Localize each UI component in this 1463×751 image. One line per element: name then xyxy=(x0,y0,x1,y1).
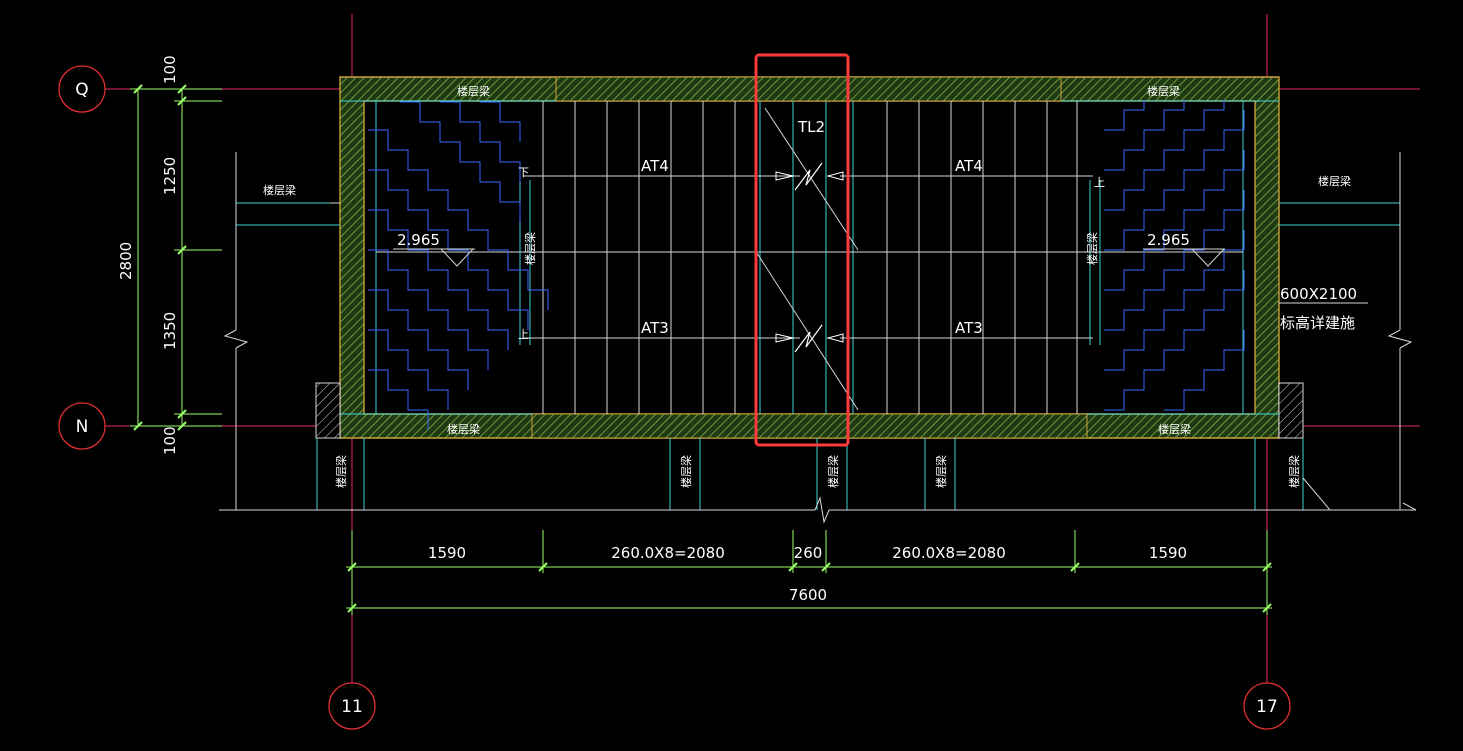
beam-label-col-4: 楼层梁 xyxy=(934,455,948,488)
elevation-triangle-icon xyxy=(393,248,1225,267)
walk-mark-up-left: 上 xyxy=(518,328,529,341)
stair-treads xyxy=(376,101,1243,414)
top-beam-band xyxy=(555,76,1062,102)
axis-label-11: 11 xyxy=(341,697,363,717)
beam-label-bottom-left: 楼层梁 xyxy=(447,422,480,436)
highlight-box xyxy=(754,53,850,447)
stair-label-at4-right: AT4 xyxy=(955,157,983,175)
opening-note: 标高详建施 xyxy=(1280,314,1355,332)
opening-size: 600X2100 xyxy=(1280,285,1357,303)
dim-bottom-total: 7600 xyxy=(789,586,827,604)
beam-label-vert-left: 楼层梁 xyxy=(523,232,537,265)
axis-bubble-11 xyxy=(328,682,376,730)
dim-left-lower: 1350 xyxy=(161,312,179,350)
beam-label-bottom-right: 楼层梁 xyxy=(1158,422,1191,436)
break-symbol-icon xyxy=(794,162,823,353)
stair-label-at4-left: AT4 xyxy=(641,157,669,175)
stair-label-at3-left: AT3 xyxy=(641,319,669,337)
stair-label-tl2: TL2 xyxy=(797,118,825,136)
column-left xyxy=(315,382,341,439)
dim-bottom-3: 260 xyxy=(794,544,823,562)
axis-bubbles xyxy=(58,65,1291,730)
axis-label-n: N xyxy=(76,417,89,437)
axis-bubble-17 xyxy=(1243,682,1291,730)
dimension-left xyxy=(130,84,222,431)
dim-bottom-4: 260.0X8=2080 xyxy=(892,544,1006,562)
beam-label-top-left: 楼层梁 xyxy=(457,84,490,98)
walk-mark-up-right: 上 xyxy=(1094,176,1105,189)
dim-left-upper: 1250 xyxy=(161,157,179,195)
dimension-bottom xyxy=(346,530,1272,615)
stair-walls xyxy=(315,76,1304,439)
bottom-beam-band xyxy=(531,413,1088,439)
arrowhead-icon xyxy=(775,171,844,343)
axis-bubble-n xyxy=(58,402,106,450)
beam-label-top-right: 楼层梁 xyxy=(1147,84,1180,98)
beam-outlines xyxy=(236,100,1400,510)
stair-label-at3-right: AT3 xyxy=(955,319,983,337)
grid-lines xyxy=(105,14,1420,683)
walk-mark-down: 下 xyxy=(518,166,529,179)
section-lines xyxy=(219,152,1417,524)
axis-label-q: Q xyxy=(75,80,88,100)
beam-label-ext-left: 楼层梁 xyxy=(263,183,296,197)
dim-left-top: 100 xyxy=(161,55,179,84)
beam-label-ext-right: 楼层梁 xyxy=(1318,174,1351,188)
axis-bubble-q xyxy=(58,65,106,113)
dim-left-bottom: 100 xyxy=(161,426,179,455)
landing-step-lines xyxy=(368,100,1245,430)
beam-label-col-2: 楼层梁 xyxy=(679,455,693,488)
beam-label-col-1: 楼层梁 xyxy=(334,455,348,488)
elevation-left: 2.965 xyxy=(397,231,440,249)
dim-bottom-5: 1590 xyxy=(1149,544,1187,562)
axis-label-17: 17 xyxy=(1256,697,1278,717)
beam-label-col-5: 楼层梁 xyxy=(1287,455,1301,488)
dim-bottom-2: 260.0X8=2080 xyxy=(611,544,725,562)
dim-left-total: 2800 xyxy=(117,242,135,280)
wall-inner-line xyxy=(363,100,1256,415)
column-right xyxy=(1278,382,1304,439)
dim-bottom-1: 1590 xyxy=(428,544,466,562)
elevation-right: 2.965 xyxy=(1147,231,1190,249)
beam-label-col-3: 楼层梁 xyxy=(826,455,840,488)
beam-label-vert-right: 楼层梁 xyxy=(1085,232,1099,265)
